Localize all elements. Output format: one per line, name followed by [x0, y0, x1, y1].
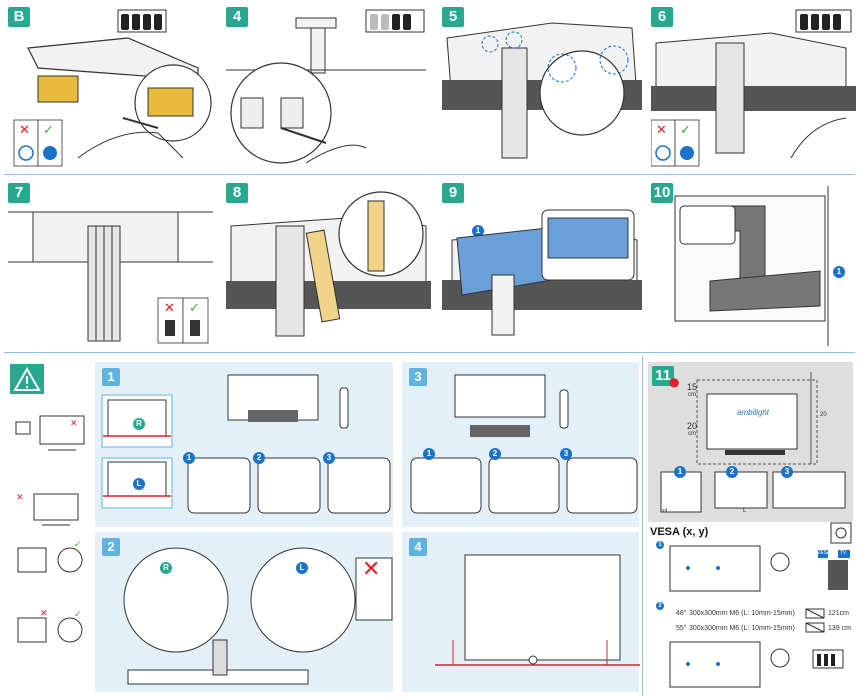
panel-3-illustration	[410, 374, 638, 514]
vesa-title: VESA (x, y)	[650, 526, 709, 538]
panel-3-sub-3: 3	[560, 448, 572, 460]
dim-top: 15	[687, 382, 698, 392]
panel-3-sub-2: 2	[489, 448, 501, 460]
panel-1-badge: 1	[102, 368, 120, 386]
dim-left-unit: cm	[688, 431, 696, 437]
svg-text:✓: ✓	[189, 301, 200, 316]
vesa-row-1-size: 48"	[676, 610, 687, 617]
svg-text:✕: ✕	[40, 609, 48, 619]
step-8-illustration	[226, 191, 431, 337]
vesa-tag: VESA	[817, 550, 831, 556]
step-badge-5: 5	[442, 7, 464, 27]
svg-text:✕: ✕	[16, 493, 24, 503]
label-R: R	[133, 418, 145, 430]
svg-text:✕: ✕	[164, 301, 175, 316]
panel-1-sub-1: 1	[183, 452, 195, 464]
step-badge-6: 6	[651, 7, 673, 27]
dim-left: 20	[687, 421, 698, 431]
wall-sub-2: 2	[726, 466, 738, 478]
wall-illustration: ●	[660, 372, 846, 513]
step-7-illustration: ✕ ✓	[8, 211, 213, 344]
step-badge-7: 7	[8, 183, 30, 203]
ambilight-logo: ambilight	[737, 408, 770, 417]
vesa-diagram-1	[669, 545, 850, 592]
divider-vertical	[642, 356, 643, 696]
step-B-illustration: ✕ ✓	[13, 9, 212, 167]
svg-text:✓: ✓	[680, 123, 691, 138]
step-6-illustration: ✕ ✓	[651, 9, 856, 167]
step-badge-8: 8	[226, 183, 248, 203]
panel-2-label-R: R	[160, 562, 172, 574]
svg-text:✕: ✕	[656, 123, 667, 138]
svg-text:✓: ✓	[74, 540, 82, 550]
divider-top	[4, 174, 855, 175]
step-badge-B: B	[8, 7, 30, 27]
step-10-marker-1: 1	[833, 266, 845, 278]
svg-text:✕: ✕	[19, 123, 30, 138]
panel-1-illustration	[101, 374, 391, 514]
vesa-row-2-spec: 300x300mm M6 (L: 10mm-15mm)	[689, 625, 795, 632]
vesa-row-2-size: 55"	[676, 625, 687, 632]
step-badge-4: 4	[226, 7, 248, 27]
step-9-marker-1: 1	[472, 225, 484, 237]
panel-2-illustration: ✕	[123, 547, 393, 685]
dim-top-unit: cm	[688, 392, 696, 398]
panel-2-label-L: L	[296, 562, 308, 574]
vesa-row-2-dist: 139 cm	[828, 625, 851, 632]
wall-sub-3: 3	[781, 466, 793, 478]
panel-4-badge: 4	[409, 538, 427, 556]
screw-set-icon	[121, 14, 162, 30]
svg-text:✕: ✕	[362, 557, 380, 582]
step-badge-10: 10	[651, 183, 673, 203]
svg-text:✓: ✓	[43, 123, 54, 138]
wall-x4: x4	[662, 508, 668, 514]
wall-L: L	[743, 508, 747, 514]
vesa-marker-1: 1	[656, 541, 664, 549]
label-L: L	[133, 478, 145, 490]
panel-2-badge: 2	[102, 538, 120, 556]
step-badge-11: 11	[652, 366, 674, 386]
svg-text:✕: ✕	[70, 419, 78, 429]
step-10-illustration	[674, 186, 829, 346]
warning-tips-illustration: ✕ ✕ ✓ ✕ ✓	[15, 415, 85, 643]
dim-right: 20	[820, 412, 827, 418]
tv-tag: TV	[840, 550, 847, 556]
panel-3-badge: 3	[409, 368, 427, 386]
panel-3-sub-1: 1	[423, 448, 435, 460]
panel-1-sub-3: 3	[323, 452, 335, 464]
warning-badge	[10, 364, 44, 394]
panel-4-illustration	[435, 554, 640, 666]
vesa-diagram-2	[669, 608, 844, 688]
warning-icon	[13, 366, 41, 391]
divider-middle	[4, 352, 855, 353]
panel-1-sub-2: 2	[253, 452, 265, 464]
vesa-row-1-dist: 121cm	[828, 610, 850, 617]
step-9-illustration	[442, 209, 642, 336]
vesa-marker-2: 2	[656, 602, 664, 610]
vesa-book-icon	[830, 522, 852, 544]
step-badge-9: 9	[442, 183, 464, 203]
svg-text:●: ●	[669, 375, 679, 389]
vesa-row-1-spec: 300x300mm M6 (L: 10mm-15mm)	[689, 610, 795, 617]
svg-text:✓: ✓	[74, 610, 82, 620]
step-5-illustration	[442, 22, 642, 159]
wall-sub-1: 1	[674, 466, 686, 478]
step-4-illustration	[226, 9, 426, 164]
